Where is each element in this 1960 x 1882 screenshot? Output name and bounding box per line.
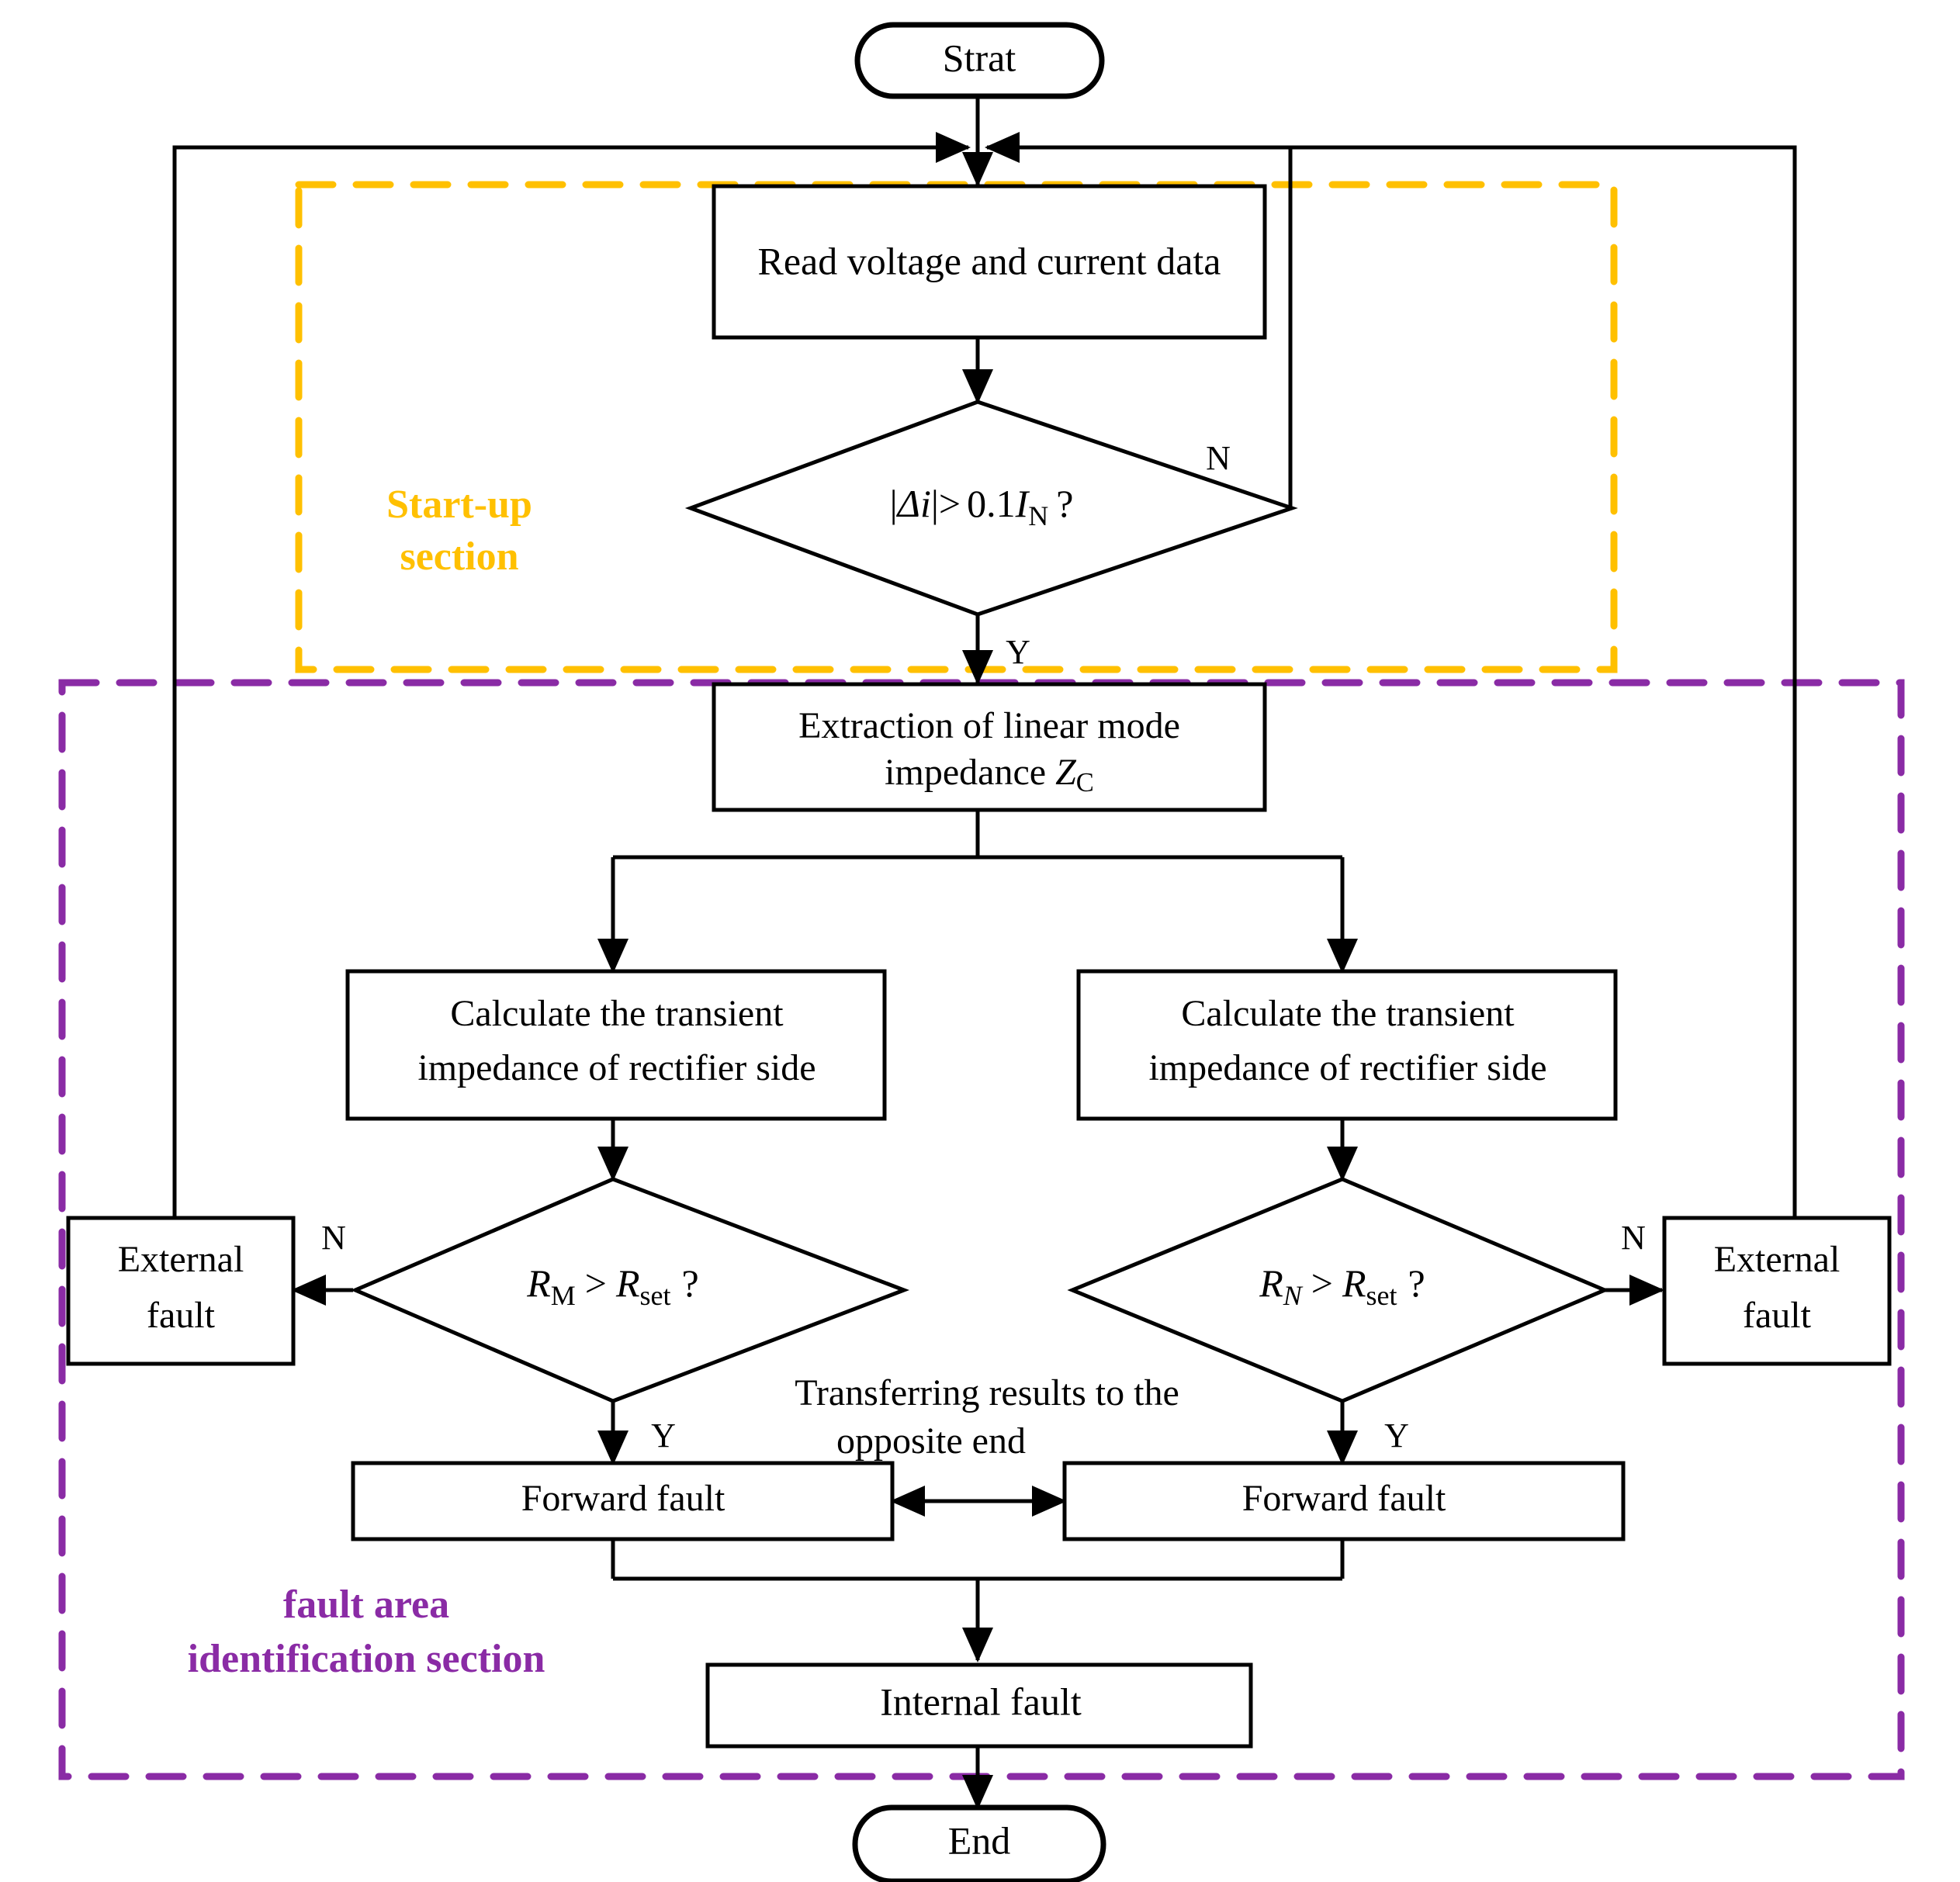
decision-left-Rset: R <box>615 1261 640 1305</box>
node-external-left-line2: fault <box>147 1295 216 1336</box>
node-extraction-line2: impedance ZC <box>885 752 1094 797</box>
node-internal-fault-label: Internal fault <box>880 1680 1082 1723</box>
node-calc-right-line1: Calculate the transient <box>1181 993 1515 1034</box>
decision-right-gt: > <box>1311 1261 1333 1305</box>
node-read-data[interactable] <box>712 184 1267 340</box>
extraction-pre: impedance <box>885 752 1055 793</box>
extraction-subscript: C <box>1076 768 1094 797</box>
decision-question: ? <box>1056 482 1073 525</box>
node-decision-left-label: RM>Rset? <box>526 1261 699 1311</box>
node-extraction[interactable] <box>712 682 1267 812</box>
node-start[interactable] <box>854 22 1105 99</box>
transfer-annotation-line1: Transferring results to the <box>795 1372 1179 1413</box>
startup-section-label-line2: section <box>400 535 518 579</box>
node-calc-left-line1: Calculate the transient <box>450 993 784 1034</box>
node-forward-right-label: Forward fault <box>1242 1478 1446 1519</box>
extraction-symbol: Z <box>1055 752 1077 793</box>
node-decision-right[interactable] <box>1067 1177 1610 1403</box>
forward-merge-wire <box>611 1539 1345 1656</box>
decision-I-sub: N <box>1028 500 1048 531</box>
node-end-label: End <box>948 1818 1011 1862</box>
decision-right-question: ? <box>1408 1261 1425 1305</box>
decision-value: 0.1 <box>967 482 1016 525</box>
node-end[interactable] <box>852 1804 1106 1882</box>
node-read-data-label: Read voltage and current data <box>758 239 1221 282</box>
decision-i: i <box>920 482 931 525</box>
node-calc-right[interactable] <box>1076 969 1618 1121</box>
node-calc-left-line2: impedance of rectifier side <box>417 1047 816 1088</box>
decision-left-R: R <box>526 1261 551 1305</box>
node-forward-fault-right[interactable] <box>1062 1461 1626 1541</box>
node-forward-fault-left[interactable] <box>351 1461 895 1541</box>
transfer-annotation-line2: opposite end <box>836 1420 1026 1462</box>
decision-right-no-label: N <box>1621 1219 1646 1257</box>
node-external-fault-right[interactable] <box>1662 1216 1892 1366</box>
decision-right-R: R <box>1259 1261 1283 1305</box>
fault-section-label-line2: identification section <box>188 1637 545 1681</box>
decision-gt: > <box>939 482 961 525</box>
loop-top-left-wire <box>172 145 966 1223</box>
decision-right-yes-label: Y <box>1384 1417 1409 1455</box>
node-decision-startup-label: |Δi|>0.1IN? <box>890 482 1074 531</box>
decision-left-gt: > <box>585 1261 607 1305</box>
decision-abs-close: | <box>931 482 939 525</box>
node-decision-startup[interactable] <box>684 400 1298 617</box>
decision-delta: Δ <box>896 482 920 525</box>
decision-left-question: ? <box>682 1261 699 1305</box>
node-start-label: Strat <box>943 36 1016 79</box>
node-decision-left[interactable] <box>350 1177 910 1403</box>
decision-right-Rset-sub: set <box>1366 1280 1397 1311</box>
decision-abs-open: | <box>890 482 898 525</box>
decision-left-yes-label: Y <box>651 1417 676 1455</box>
node-calc-right-line2: impedance of rectifier side <box>1148 1047 1546 1088</box>
node-extraction-line1: Extraction of linear mode <box>798 705 1180 746</box>
extraction-split-wire <box>611 808 1345 968</box>
decision-right-R-sub: N <box>1283 1280 1304 1311</box>
node-external-right-line2: fault <box>1743 1295 1812 1336</box>
loop-top-right-wire <box>989 145 1797 1223</box>
node-forward-left-label: Forward fault <box>521 1478 725 1519</box>
node-calc-left[interactable] <box>345 969 887 1121</box>
decision-startup-no-label: N <box>1206 439 1231 477</box>
node-external-fault-left[interactable] <box>66 1216 296 1366</box>
decision-startup-yes-label: Y <box>1006 633 1030 671</box>
startup-section-label-line1: Start-up <box>386 483 532 527</box>
node-internal-fault[interactable] <box>705 1662 1253 1749</box>
decision-left-no-label: N <box>321 1219 346 1257</box>
node-decision-right-label: RN>Rset? <box>1259 1261 1425 1311</box>
decision-right-Rset: R <box>1342 1261 1366 1305</box>
node-external-left-line1: External <box>118 1239 244 1280</box>
decision-left-R-sub: M <box>551 1280 576 1311</box>
node-external-right-line1: External <box>1714 1239 1841 1280</box>
fault-section-label-line1: fault area <box>283 1583 449 1627</box>
decision-I: I <box>1015 482 1030 525</box>
decision-left-Rset-sub: set <box>640 1280 671 1311</box>
